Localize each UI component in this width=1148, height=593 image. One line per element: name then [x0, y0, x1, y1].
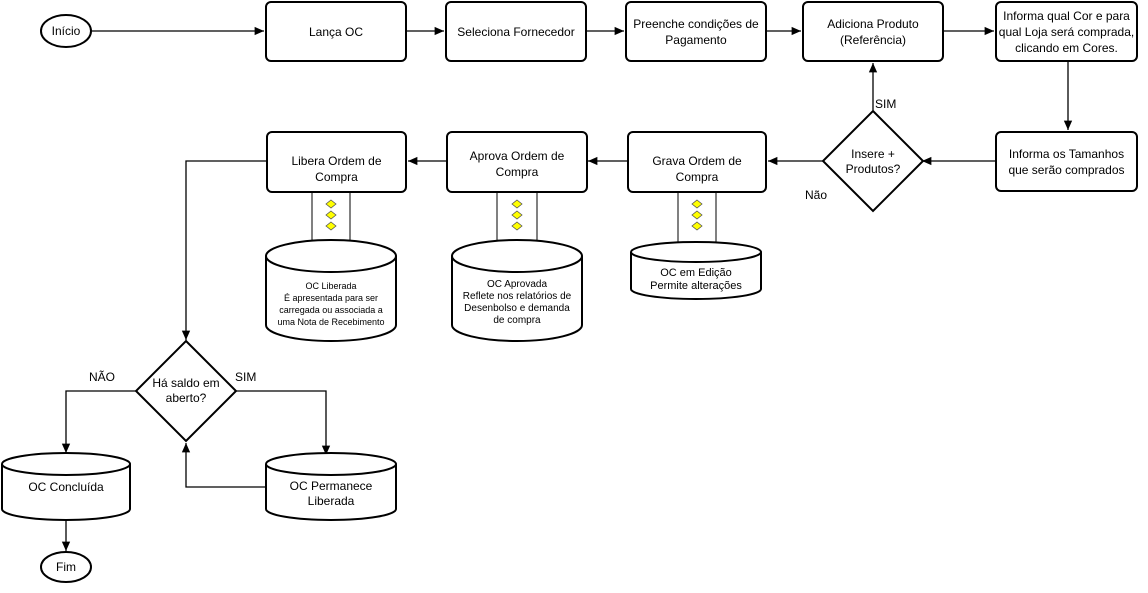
step-adiciona-produto: Adiciona Produto (Referência) — [802, 1, 944, 62]
step-preenche-condicoes: Preenche condições de Pagamento — [625, 1, 767, 62]
start-label: Início — [51, 23, 81, 38]
arrow-libera-to-saldo — [181, 160, 266, 340]
arrow-saldo-sim — [236, 390, 331, 455]
datastore-permanece-line-2: Liberada — [307, 494, 355, 508]
datastore-concluida-text: OC Concluída — [28, 479, 104, 494]
datastore-liberada-line-1: OC Liberada — [305, 281, 357, 291]
datastore-aprovada-line-1: OC Aprovada — [486, 279, 548, 290]
data-links — [311, 193, 717, 242]
arrow-permanece-loop — [181, 443, 266, 488]
decision-insere-line-1: Insere + — [851, 147, 895, 161]
datastore-edicao-text: OC em Edição Permite alterações — [631, 265, 761, 295]
decision-ha-saldo — [134, 339, 238, 443]
step-informa-cor-line-3: clicando em Cores. — [1015, 40, 1118, 55]
decision-insere-line-2: Produtos? — [845, 162, 901, 176]
datastore-liberada-line-4: uma Nota de Recebimento — [277, 317, 385, 327]
datastore-edicao-line-1: OC em Edição — [660, 267, 732, 279]
datastore-aprovada-line-4: de compra — [493, 315, 541, 326]
datastore-permanece-line-1: OC Permanece — [289, 479, 373, 493]
step-adiciona-line-2: (Referência) — [839, 32, 907, 47]
step-aprova-line-1: Aprova Ordem de — [469, 149, 565, 163]
step-libera-ordem-label: Libera Ordem de Compra — [291, 154, 382, 184]
datastore-liberada-text: OC Liberada É apresentada para ser carre… — [266, 279, 396, 329]
step-libera-ordem: Libera Ordem de Compra — [266, 131, 407, 193]
datastore-oc-edicao — [630, 241, 762, 300]
step-lanca-oc: Lança OC — [265, 1, 407, 62]
step-aprova-ordem: Aprova Ordem de Compra — [446, 131, 588, 193]
datastore-edicao-line-2: Permite alterações — [650, 280, 742, 292]
step-tamanhos-line-1: Informa os Tamanhos — [1008, 146, 1125, 161]
step-seleciona-fornecedor-label: Seleciona Fornecedor — [457, 24, 575, 39]
decision-saldo-text: Há saldo em aberto? — [146, 375, 226, 407]
step-adiciona-line-1: Adiciona Produto — [827, 16, 919, 31]
start-node — [40, 14, 92, 48]
decision-saldo-line-1: Há saldo em — [152, 376, 220, 390]
datastore-oc-concluida — [1, 452, 131, 521]
decision-insere-produtos — [821, 109, 925, 213]
step-lanca-oc-label: Lança OC — [308, 24, 364, 39]
edge-label-insere-nao: Não — [805, 188, 828, 202]
end-node — [40, 551, 92, 583]
step-preenche-line-2: Pagamento — [665, 32, 727, 47]
edge-label-saldo-sim: SIM — [235, 370, 257, 384]
datastore-oc-aprovada — [451, 239, 583, 342]
decision-saldo-line-2: aberto? — [165, 391, 207, 405]
step-tamanhos-line-2: que serão comprados — [1008, 162, 1125, 177]
step-preenche-line-1: Preenche condições de — [633, 16, 759, 31]
datastore-liberada-line-3: carregada ou associada a — [279, 305, 383, 315]
arrow-saldo-nao — [61, 390, 136, 453]
datastore-aprovada-line-3: Desenbolso e demanda — [464, 303, 570, 314]
datastore-liberada-line-2: É apresentada para ser — [283, 293, 379, 303]
datastore-oc-permanece — [265, 452, 397, 521]
step-grava-ordem: Grava Ordem de Compra — [627, 131, 767, 193]
decision-insere-text: Insere + Produtos? — [833, 146, 913, 178]
step-seleciona-fornecedor: Seleciona Fornecedor — [445, 1, 587, 62]
edge-label-insere-sim: SIM — [875, 97, 897, 111]
end-label: Fim — [56, 559, 76, 574]
connectors — [61, 26, 1073, 551]
edge-label-saldo-nao: NÃO — [89, 370, 116, 384]
connector-markers — [325, 199, 703, 231]
datastore-aprovada-line-2: Reflete nos relatórios de — [462, 291, 572, 302]
step-informa-cor-line-1: Informa qual Cor e para — [1003, 8, 1130, 23]
step-informa-cor-line-2: qual Loja será comprada, — [998, 24, 1135, 39]
step-informa-cor: Informa qual Cor e para qual Loja será c… — [995, 1, 1138, 62]
step-grava-ordem-label: Grava Ordem de Compra — [652, 154, 742, 184]
datastore-oc-liberada — [265, 239, 397, 342]
step-aprova-line-2: Compra — [495, 165, 539, 179]
datastore-permanece-text: OC Permanece Liberada — [266, 478, 396, 510]
step-informa-tamanhos: Informa os Tamanhos que serão comprados — [995, 131, 1138, 192]
datastore-aprovada-text: OC Aprovada Reflete nos relatórios de De… — [452, 277, 582, 329]
